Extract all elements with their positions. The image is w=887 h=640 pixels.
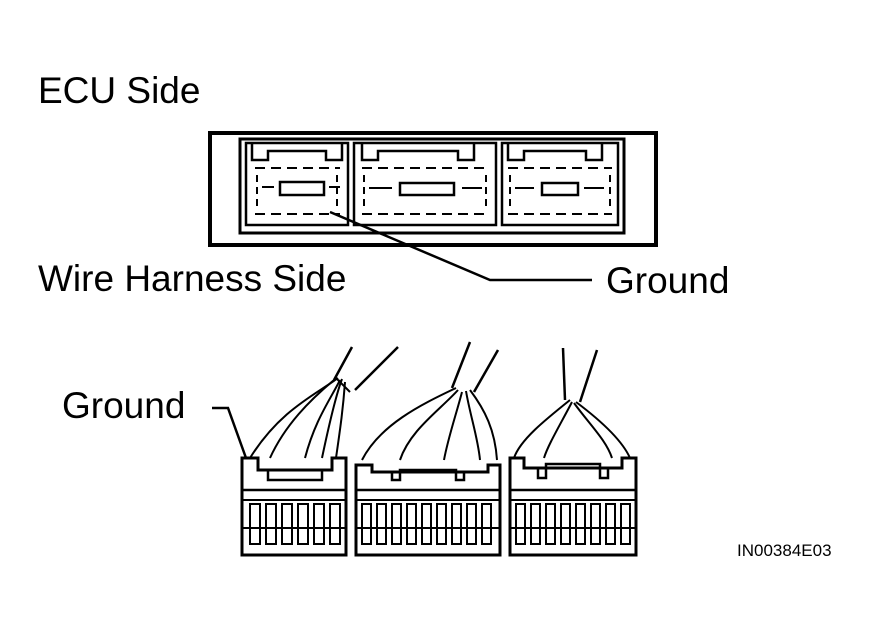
ground-leader-top — [329, 210, 592, 282]
harness-connector-2 — [354, 341, 502, 557]
terminal-cavities-3 — [515, 503, 631, 545]
latch-3 — [536, 462, 610, 480]
harness-housing-1 — [240, 456, 348, 557]
wire-harness-side-label: Wire Harness Side — [38, 258, 347, 299]
wire-bundle-1 — [249, 346, 399, 459]
harness-connector-3 — [508, 347, 638, 557]
wire-bundle-3 — [513, 347, 631, 459]
harness-housing-2 — [354, 463, 502, 557]
latch-1 — [266, 470, 324, 482]
ground-leader-bottom — [212, 406, 248, 459]
ground-label-top: Ground — [606, 260, 730, 301]
wire-bundle-2 — [361, 341, 500, 461]
latch-2 — [390, 468, 466, 482]
terminal-cavities-1 — [249, 503, 341, 545]
ecu-section-3 — [500, 141, 620, 227]
ecu-connector — [208, 131, 658, 247]
ground-label-bottom: Ground — [62, 385, 186, 426]
harness-connector-1 — [240, 346, 399, 557]
terminal-cavities-2 — [361, 503, 492, 545]
ecu-connector-face — [238, 137, 626, 235]
ecu-connector-housing — [208, 131, 658, 247]
harness-housing-3 — [508, 456, 638, 557]
ecu-section-2 — [352, 141, 498, 227]
ecu-section-1 — [244, 141, 350, 227]
ecu-side-label: ECU Side — [38, 70, 201, 111]
figure-code: IN00384E03 — [737, 541, 832, 560]
